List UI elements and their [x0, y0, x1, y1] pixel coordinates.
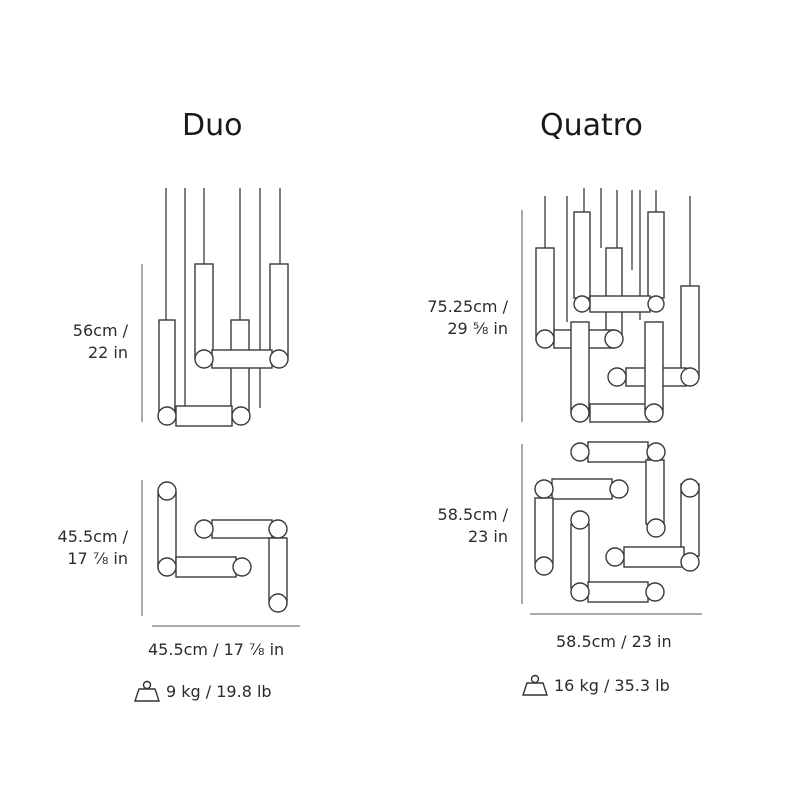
quatro-height-in: 29 ⅝ in: [447, 319, 508, 338]
tube: [158, 319, 176, 417]
tube: [211, 349, 273, 369]
joint: [268, 519, 288, 539]
joint: [157, 481, 177, 501]
joint: [680, 478, 700, 498]
tube: [570, 523, 590, 589]
joint: [534, 556, 554, 576]
tube: [194, 263, 214, 359]
quatro-side-view: [521, 188, 700, 423]
tube: [647, 211, 665, 299]
joint: [157, 557, 177, 577]
tube: [551, 478, 613, 500]
duo-top-label: 45.5cm / 17 ⅞ in: [58, 526, 128, 570]
duo-top-view: [141, 480, 300, 627]
tube: [589, 403, 651, 423]
duo-title: Duo: [182, 108, 243, 143]
joint: [646, 442, 666, 462]
joint: [680, 367, 700, 387]
quatro-width-label: 58.5cm / 23 in: [556, 632, 672, 651]
joint: [534, 479, 554, 499]
joint: [605, 547, 625, 567]
joint: [231, 406, 251, 426]
weight-icon: [522, 674, 548, 696]
joint: [647, 295, 665, 313]
duo-width-label: 45.5cm / 17 ⅞ in: [148, 640, 285, 659]
quatro-top-view: [521, 441, 702, 615]
duo-height-cm: 56cm /: [72, 321, 128, 340]
tube: [268, 537, 288, 603]
joint: [646, 518, 666, 538]
tube: [535, 247, 555, 341]
tube: [589, 295, 651, 313]
joint: [268, 593, 288, 613]
tube: [587, 581, 649, 603]
joint: [194, 519, 214, 539]
quatro-top-label: 58.5cm / 23 in: [438, 504, 508, 548]
duo-weight-text: 9 kg / 19.8 lb: [166, 681, 272, 701]
joint: [680, 552, 700, 572]
quatro-top-cm: 58.5cm /: [437, 505, 508, 524]
joint: [194, 349, 214, 369]
joint: [607, 367, 627, 387]
duo-weight: 9 kg / 19.8 lb: [134, 680, 272, 702]
joint: [604, 329, 624, 349]
tube: [211, 519, 273, 539]
tube: [644, 321, 664, 413]
tube: [175, 405, 233, 427]
joint: [157, 406, 177, 426]
joint: [570, 442, 590, 462]
duo-side-view: [141, 188, 289, 427]
joint: [645, 582, 665, 602]
duo-height-label: 56cm / 22 in: [73, 320, 128, 364]
joint: [644, 403, 664, 423]
tube: [534, 497, 554, 563]
tube: [587, 441, 649, 463]
quatro-title: Quatro: [540, 108, 643, 143]
duo-top-in: 17 ⅞ in: [67, 549, 128, 568]
tube: [157, 491, 177, 569]
joint: [570, 582, 590, 602]
quatro-height-label: 75.25cm / 29 ⅝ in: [427, 296, 508, 340]
joint: [232, 557, 252, 577]
tube: [680, 285, 700, 377]
weight-icon: [134, 680, 160, 702]
quatro-weight: 16 kg / 35.3 lb: [522, 674, 670, 696]
tube: [570, 321, 590, 413]
joint: [269, 349, 289, 369]
quatro-height-cm: 75.25cm /: [427, 297, 508, 316]
duo-height-in: 22 in: [87, 343, 128, 362]
tube: [623, 546, 685, 568]
quatro-top-in: 23 in: [467, 527, 508, 546]
tube: [269, 263, 289, 359]
tube: [175, 556, 237, 578]
joint: [570, 403, 590, 423]
duo-top-cm: 45.5cm /: [57, 527, 128, 546]
joint: [535, 329, 555, 349]
joint: [609, 479, 629, 499]
tube: [645, 459, 665, 525]
quatro-weight-text: 16 kg / 35.3 lb: [554, 675, 670, 695]
tube: [605, 247, 623, 335]
joint: [573, 295, 591, 313]
tube: [573, 211, 591, 299]
joint: [570, 510, 590, 530]
